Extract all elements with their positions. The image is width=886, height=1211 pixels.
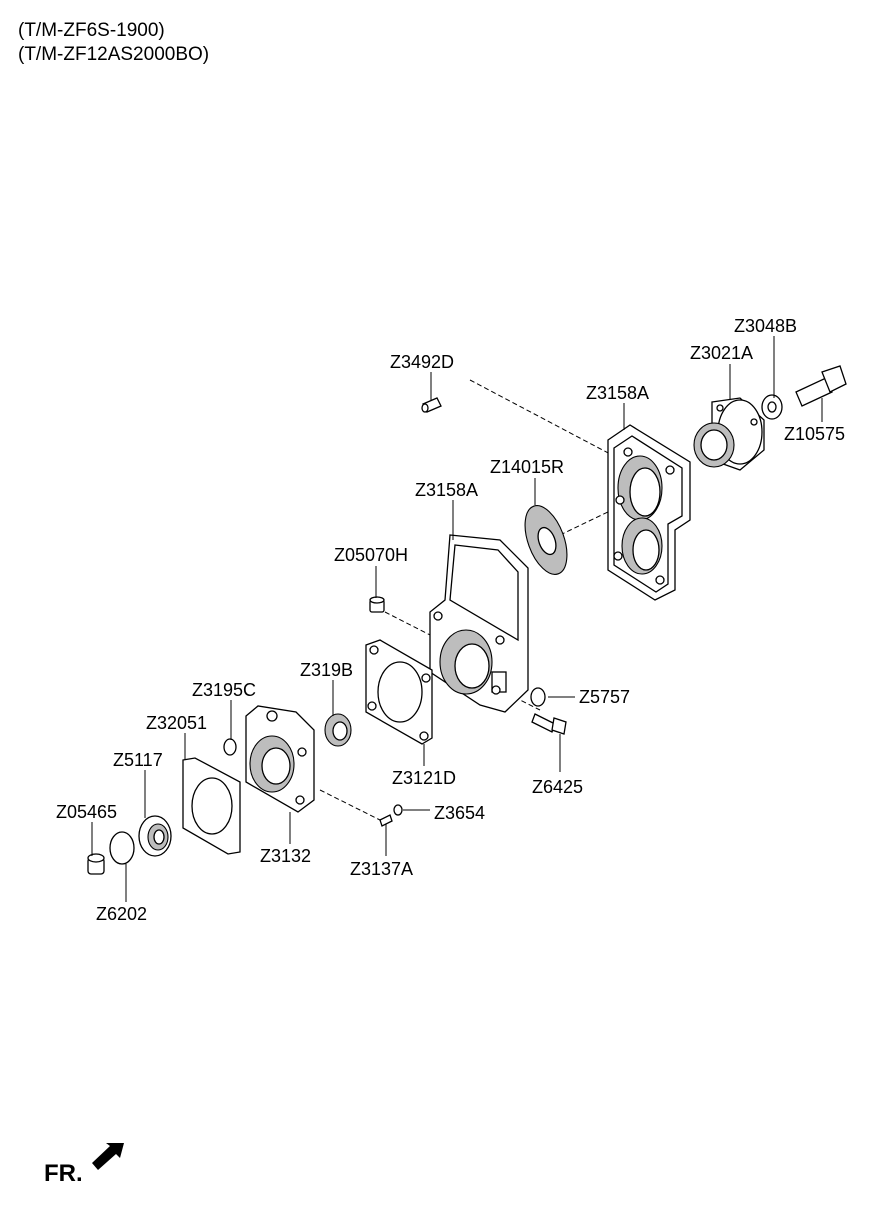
part-z319b-seal[interactable] [324,713,352,747]
label-z32051: Z32051 [146,713,207,733]
label-z3132: Z3132 [260,846,311,866]
model-line-1: (T/M-ZF6S-1900) [18,20,165,41]
label-z14015r: Z14015R [490,457,564,477]
front-direction-label: FR. [44,1160,83,1187]
label-z3195c: Z3195C [192,680,256,700]
label-z6425: Z6425 [532,777,583,797]
label-z3158a-mid: Z3158A [415,480,478,500]
part-z32051-gasket[interactable] [182,757,241,855]
part-z14015r-plate[interactable] [517,500,575,580]
part-z3048b-washer[interactable] [761,394,783,420]
label-z3492d: Z3492D [390,352,454,372]
part-z3654-ring[interactable] [393,804,403,816]
front-arrow-icon [92,1143,124,1170]
part-z3132-bearing-cover[interactable] [245,705,315,813]
part-z5757-o-ring[interactable] [530,687,546,707]
model-line-2: (T/M-ZF12AS2000BO) [18,44,210,65]
part-z3137a-pin[interactable] [379,814,393,827]
part-z05465-cap[interactable] [87,853,105,875]
label-z3137a: Z3137A [350,859,413,879]
label-z5117: Z5117 [113,750,163,770]
leader-lines [91,336,823,902]
label-z6202: Z6202 [96,904,147,924]
part-z6202-snap-ring[interactable] [109,831,135,865]
label-z05465: Z05465 [56,802,117,822]
label-z5757: Z5757 [579,687,630,707]
label-z319b: Z319B [300,660,353,680]
part-z05070h-plug[interactable] [369,596,385,613]
label-z3158a-top: Z3158A [586,383,649,403]
label-z3654: Z3654 [434,803,485,823]
label-z3021a: Z3021A [690,343,753,363]
part-z6425-screw[interactable] [531,713,567,735]
part-z3021a-flange[interactable] [693,397,765,471]
label-z10575: Z10575 [784,424,845,444]
part-z3158a-rear-cover[interactable] [607,424,691,601]
label-z3121d: Z3121D [392,768,456,788]
part-z3158a-mid-housing[interactable] [429,534,529,713]
part-z10575-bolt[interactable] [795,365,847,407]
part-labels: Z3048B Z3021A Z3492D Z3158A Z10575 Z1401… [56,316,845,924]
part-z3195c-o-ring[interactable] [223,738,237,756]
part-z5117-bearing[interactable] [138,815,172,857]
label-z3048b: Z3048B [734,316,797,336]
label-z05070h: Z05070H [334,545,408,565]
part-z3121d-gasket[interactable] [365,639,433,745]
part-z3492d-pin[interactable] [421,397,442,413]
